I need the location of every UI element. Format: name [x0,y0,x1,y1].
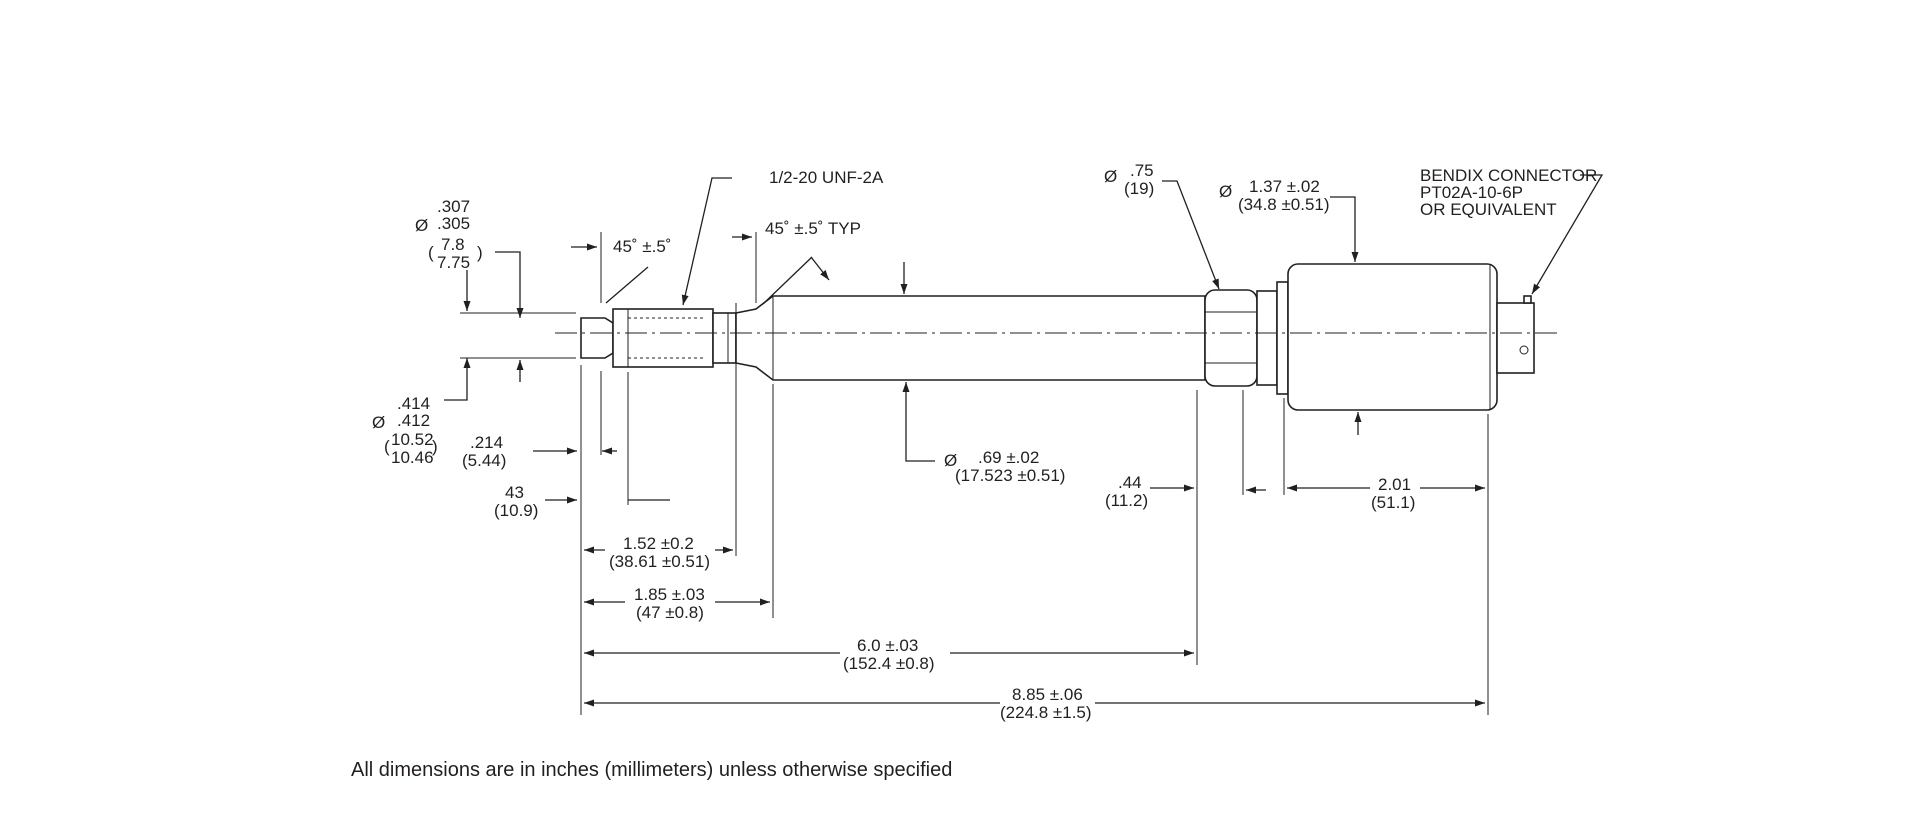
hex-diameter-in: .75 [1130,161,1154,180]
tip-length-mm: (5.44) [462,451,506,470]
hex-length-mm: (11.2) [1105,491,1148,510]
body-chamfer-label: 45˚ ±.5˚ TYP [765,219,861,238]
footnote: All dimensions are in inches (millimeter… [351,759,952,781]
diameter-symbol: Ø [944,451,957,470]
tip-length2-in: 43 [505,483,524,502]
sensor-tip [580,317,614,359]
housing [1287,263,1498,411]
connector-label-line3: OR EQUIVALENT [1420,200,1557,219]
thread-spec-label: 1/2-20 UNF-2A [769,168,884,187]
total-length-in: 8.85 ±.06 [1012,685,1083,704]
housing-length-in: 2.01 [1378,475,1411,494]
connector-pin [1519,345,1529,355]
extension-lines [460,232,1489,715]
diameter-symbol: Ø [1104,167,1117,186]
paren-open: ( [384,437,390,456]
stem-diameter-in: .69 ±.02 [978,448,1039,467]
tip-diameter-mm-min: 7.75 [437,253,470,272]
hex-diameter-mm: (19) [1124,179,1154,198]
dimension-labels: 1/2-20 UNF-2A 45˚ ±.5˚ 45˚ ±.5˚ TYP .307… [351,161,1597,781]
tip-length2-mm: (10.9) [494,501,538,520]
connector-label-line2: PT02A-10-6P [1420,183,1523,202]
sensor-body [555,263,1562,411]
tip-diameter-mm-max: 7.8 [441,235,465,254]
tip-chamfer-label: 45˚ ±.5˚ [613,237,671,256]
paren-close: ) [432,437,438,456]
collar [1256,290,1278,386]
connector-key [1523,295,1532,304]
paren-close: ) [477,243,483,262]
thread-diameter-mm-min: 10.46 [391,448,434,467]
thread-diameter-mm-max: 10.52 [391,430,434,449]
hex-nut [1204,289,1258,387]
stem-length-in: 6.0 ±.03 [857,636,918,655]
threaded-section [612,308,714,368]
housing-diameter-in: 1.37 ±.02 [1249,177,1320,196]
housing-flange [1276,281,1289,395]
total-length-mm: (224.8 ±1.5) [1000,703,1092,722]
stem [735,295,1206,381]
housing-diameter-mm: (34.8 ±0.51) [1238,195,1330,214]
diameter-symbol: Ø [1219,182,1232,201]
hex-length-in: .44 [1118,473,1142,492]
diameter-symbol: Ø [372,413,385,432]
neck-length-in: 1.85 ±.03 [634,585,705,604]
bendix-connector [1496,302,1535,374]
stem-length-mm: (152.4 ±0.8) [843,654,935,673]
stem-diameter-mm: (17.523 ±0.51) [955,466,1065,485]
thread-length-mm: (38.61 ±0.51) [609,552,710,571]
tip-length-in: .214 [470,433,503,452]
dimension-arrows [444,174,1604,707]
thread-length-in: 1.52 ±0.2 [623,534,694,553]
diameter-symbol: Ø [415,216,428,235]
connector-label-line1: BENDIX CONNECTOR [1420,166,1597,185]
thread-diameter-max: .414 [397,394,430,413]
thread-diameter-min: .412 [397,411,430,430]
neck-length-mm: (47 ±0.8) [636,603,704,622]
neck-section [712,312,737,364]
tip-diameter-min: .305 [437,214,470,233]
housing-length-mm: (51.1) [1371,493,1415,512]
paren-open: ( [428,243,434,262]
tip-diameter-max: .307 [437,197,470,216]
